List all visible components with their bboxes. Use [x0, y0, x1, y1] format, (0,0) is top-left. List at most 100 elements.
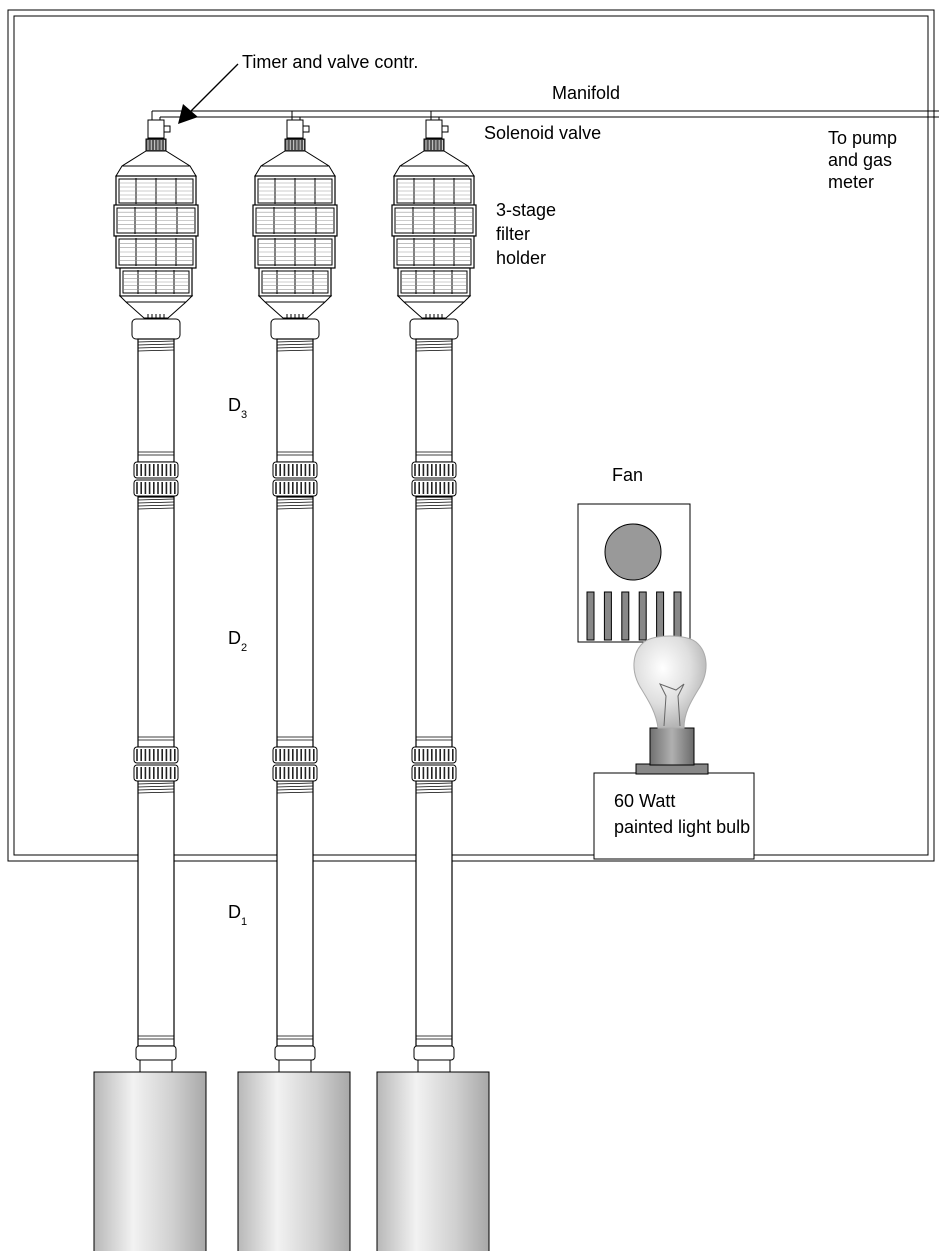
pipe-segment: [415, 780, 453, 1047]
canister: [237, 1071, 351, 1255]
bulb-stand: [593, 772, 755, 860]
pipe-segment: [137, 496, 175, 748]
solenoid-connector: [302, 125, 310, 133]
sampler-column: [93, 119, 207, 1255]
bulb-glass: [633, 635, 707, 729]
pipe-thread: [276, 343, 314, 346]
label-solenoid: Solenoid valve: [484, 123, 601, 143]
pipe-thread: [415, 782, 453, 785]
pipe-segment: [276, 780, 314, 1047]
bottom-collar: [135, 1045, 177, 1061]
fan-rotor: [604, 523, 662, 581]
pipe-segment: [276, 496, 314, 748]
pipe-thread: [137, 349, 175, 352]
timer-arrow: [178, 63, 239, 124]
solenoid-valve: [286, 119, 304, 139]
fan-slot: [603, 591, 612, 641]
pipe-thread: [415, 504, 453, 507]
pipe-thread: [276, 498, 314, 501]
pipe-thread: [137, 504, 175, 507]
bottom-collar: [413, 1045, 455, 1061]
fan-slot: [621, 591, 630, 641]
label-bulb-2: painted light bulb: [614, 817, 750, 837]
pipe-thread: [276, 791, 314, 794]
fan-slot: [673, 591, 682, 641]
valve-nut: [423, 138, 445, 152]
filter-cap: [393, 150, 475, 177]
label-pump-1: To pump: [828, 128, 897, 148]
pipe-thread: [276, 346, 314, 349]
label-d1: D1: [228, 902, 247, 928]
pipe-thread: [137, 788, 175, 791]
pipe-thread: [276, 349, 314, 352]
label-d3: D3: [228, 395, 247, 421]
sampler-column: [376, 119, 490, 1255]
label-filter-2: filter: [496, 224, 530, 244]
solenoid-valve: [425, 119, 443, 139]
solenoid-connector: [441, 125, 449, 133]
label-pump-3: meter: [828, 172, 874, 192]
pipe-thread: [137, 785, 175, 788]
valve-nut: [145, 138, 167, 152]
pipe-thread: [276, 504, 314, 507]
pipe-collar: [270, 318, 320, 340]
pipe-collar: [409, 318, 459, 340]
solenoid-connector: [163, 125, 171, 133]
label-fan: Fan: [612, 465, 643, 485]
manifold-pipe: [151, 110, 939, 120]
pipe-thread: [415, 507, 453, 510]
fan-slot: [586, 591, 595, 641]
pipe-thread: [137, 791, 175, 794]
pipe-thread: [276, 340, 314, 343]
label-pump-2: and gas: [828, 150, 892, 170]
pipe-thread: [415, 349, 453, 352]
fan-grille: [586, 591, 682, 641]
fan-slot: [638, 591, 647, 641]
label-timer: Timer and valve contr.: [242, 52, 418, 72]
pipe-thread: [415, 346, 453, 349]
pipe-segment: [137, 780, 175, 1047]
pipe-thread: [137, 507, 175, 510]
pipe-thread: [415, 498, 453, 501]
filter-cap: [254, 150, 336, 177]
filter-cap: [115, 150, 197, 177]
pipe-thread: [415, 501, 453, 504]
valve-nut: [284, 138, 306, 152]
pipe-thread: [276, 785, 314, 788]
pipe-segment: [415, 496, 453, 748]
label-bulb-1: 60 Watt: [614, 791, 675, 811]
pipe-thread: [137, 501, 175, 504]
pipe-thread: [137, 340, 175, 343]
pipe-thread: [415, 791, 453, 794]
label-filter-1: 3-stage: [496, 200, 556, 220]
pipe-thread: [276, 782, 314, 785]
fan: [577, 503, 691, 643]
canister: [93, 1071, 207, 1255]
bottom-stub: [139, 1059, 173, 1073]
light-bulb: [593, 635, 755, 860]
pipe-collar: [131, 318, 181, 340]
pipe-thread: [415, 340, 453, 343]
pipe-thread: [276, 788, 314, 791]
pipe-segment: [276, 338, 314, 463]
pipe-segment: [137, 338, 175, 463]
bulb-socket: [649, 727, 695, 766]
bulb-filament: [658, 683, 685, 727]
pipe-thread: [415, 343, 453, 346]
pipe-thread: [137, 346, 175, 349]
fan-slot: [656, 591, 665, 641]
pipe-thread: [415, 788, 453, 791]
pipe-thread: [137, 498, 175, 501]
enclosure: [7, 9, 935, 862]
pipe-thread: [137, 343, 175, 346]
sampler-column: [237, 119, 351, 1255]
pipe-thread: [415, 785, 453, 788]
canister: [376, 1071, 490, 1255]
bottom-stub: [417, 1059, 451, 1073]
sampler-columns: [93, 119, 490, 1255]
bottom-stub: [278, 1059, 312, 1073]
label-filter-3: holder: [496, 248, 546, 268]
pipe-thread: [276, 501, 314, 504]
